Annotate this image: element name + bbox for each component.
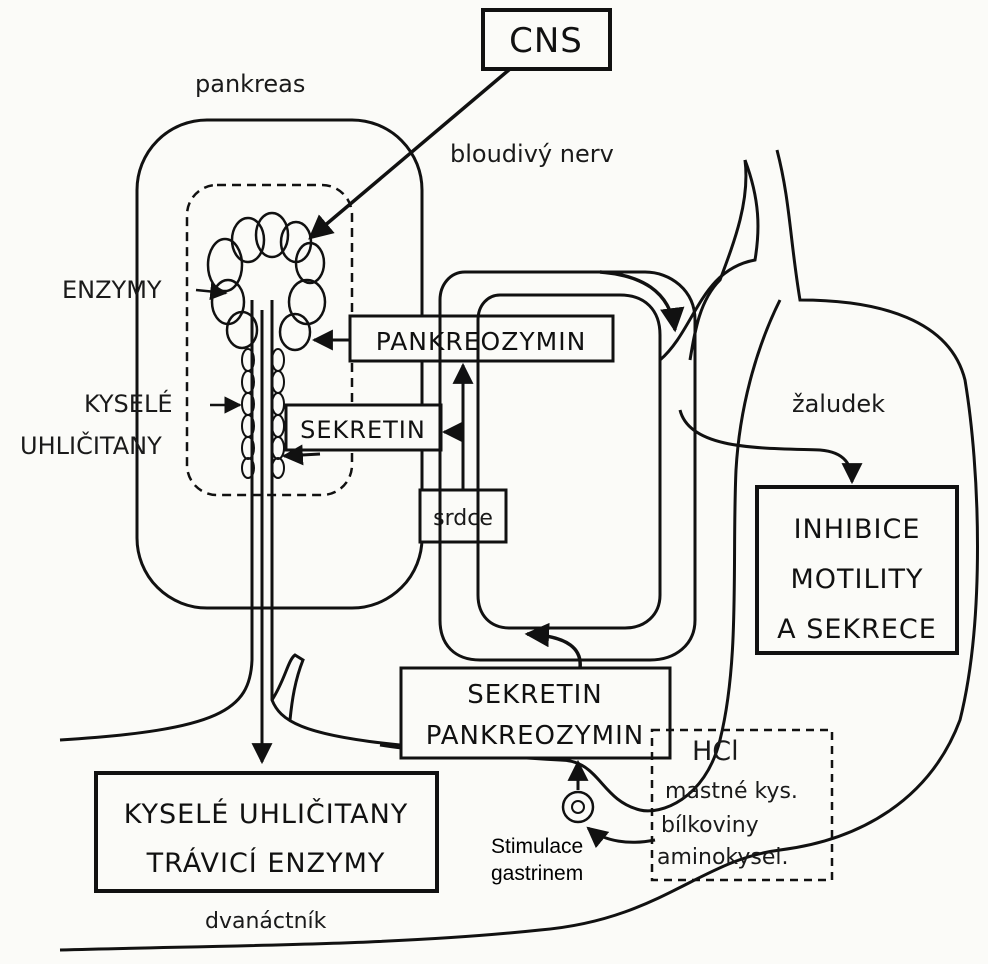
inhibition-arrow	[678, 409, 863, 485]
result-line2: TRÁVICÍ ENZYMY	[146, 847, 386, 879]
pancreas-outline	[135, 118, 424, 610]
sekretin-box	[284, 403, 443, 452]
inhibice-line1: INHIBICE	[794, 514, 921, 545]
kysele-label: KYSELÉ	[84, 389, 172, 418]
bilkoviny-label: bílkoviny	[661, 813, 759, 838]
zaludek-label: žaludek	[792, 390, 885, 418]
cns-arrow	[308, 67, 512, 240]
inhibice-box	[755, 485, 959, 655]
sp-box	[399, 666, 672, 760]
hcl-box	[650, 728, 834, 882]
enzymy-arrow	[195, 282, 228, 301]
mastne-label: mastné kys.	[665, 779, 798, 804]
sp-line1: SEKRETIN	[467, 680, 602, 710]
main-duct-right	[270, 300, 401, 747]
stomach-outline	[59, 149, 979, 952]
main-duct-left	[59, 300, 254, 742]
uhlicitany-label: UHLIČITANY	[20, 430, 162, 460]
aminokysel-label: aminokysel.	[657, 845, 789, 870]
stimulation-cell-outer	[561, 790, 595, 824]
inhibice-line2: MOTILITY	[791, 564, 924, 595]
pankreozymin-box	[348, 314, 615, 363]
circulation-inner	[476, 293, 662, 630]
pankreas-label: pankreas	[195, 70, 305, 98]
result-line1: KYSELÉ UHLIČITANY	[124, 798, 409, 830]
duct-branch	[270, 653, 305, 721]
inhibice-line3: A SEKRECE	[777, 614, 937, 645]
stimulation-left-arrow	[586, 826, 656, 849]
circulation-arrow-top	[599, 270, 685, 333]
stimulace-label-1: Stimulace	[491, 835, 583, 858]
cns-label: CNS	[509, 21, 583, 61]
stimulace-label-2: gastrinem	[491, 862, 583, 885]
sekretin-arrow	[281, 444, 321, 466]
dvanactnik-label: dvanáctník	[205, 909, 327, 934]
srdce-box	[418, 488, 508, 544]
sekretin-label: SEKRETIN	[300, 416, 426, 444]
pankreozymin-label: PANKREOZYMIN	[376, 327, 587, 356]
cns-box	[481, 8, 612, 71]
sp-line2: PANKREOZYMIN	[426, 721, 645, 751]
srdce-label: srdce	[433, 506, 493, 531]
bloudivy-nerv-label: bloudivý nerv	[450, 140, 614, 168]
circulation-outer	[438, 270, 697, 662]
acinus-cells	[206, 211, 327, 352]
result-box	[94, 771, 439, 893]
enzymy-label: ENZYMY	[62, 276, 162, 304]
stimulation-cell-inner	[571, 800, 585, 814]
sp-up-arrow	[524, 622, 582, 669]
hcl-label: HCl	[692, 736, 739, 767]
